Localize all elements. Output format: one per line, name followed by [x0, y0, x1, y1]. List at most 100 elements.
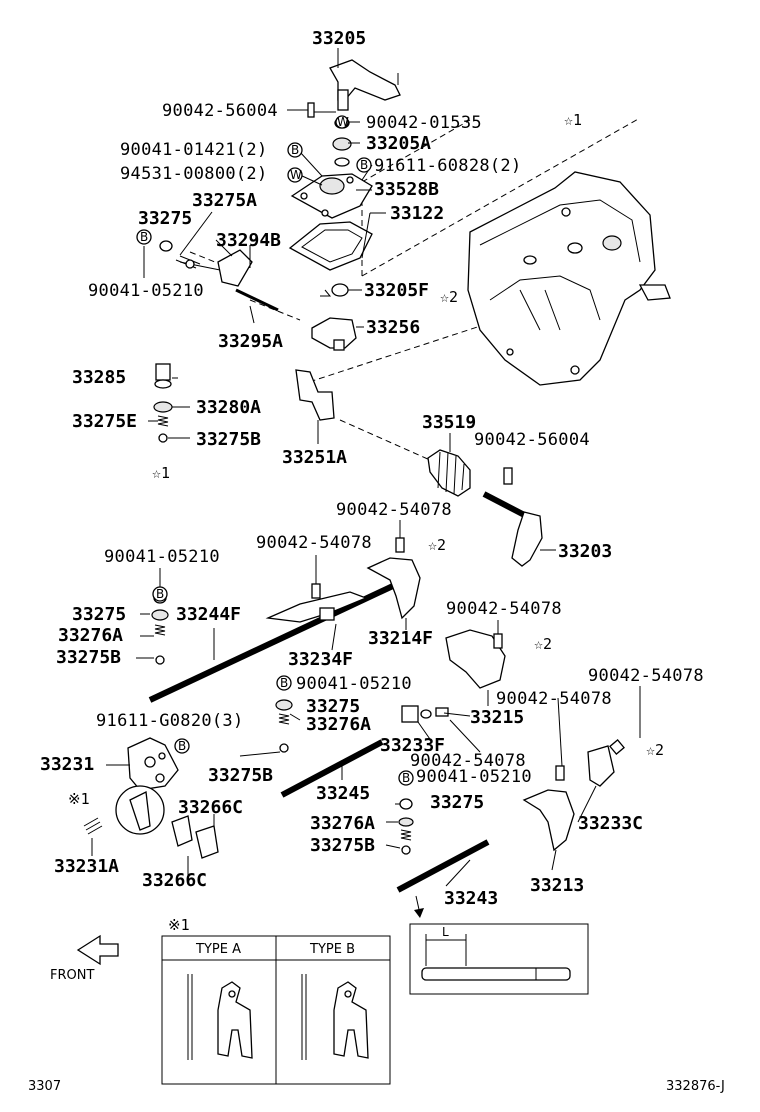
label-91611-G0820: 91611-G0820(3): [96, 711, 244, 731]
label-90042-54078: 90042-54078: [256, 533, 372, 553]
label-90042-01535: 90042-01535: [366, 113, 482, 133]
marker-b: B: [360, 158, 368, 172]
shaft-33245: [280, 739, 384, 798]
label-33276A: 33276A: [58, 625, 123, 646]
marker-b: B: [140, 230, 148, 244]
shaft-33244f: [148, 582, 397, 703]
label-33275B: 33275B: [208, 765, 273, 786]
label-94531-00800: 94531-00800(2): [120, 164, 268, 184]
label-33256: 33256: [366, 317, 420, 338]
fork-33215: [445, 629, 506, 689]
fork-33215-group: [401, 629, 506, 723]
bracket-33251a: [295, 369, 335, 421]
pad-33266c-a: [171, 815, 193, 847]
front-indicator: FRONT: [50, 934, 119, 983]
markers: B W W B B B B B B: [136, 115, 414, 786]
label-33275: 33275: [430, 792, 484, 813]
label-33275B: 33275B: [310, 835, 375, 856]
label-33203: 33203: [558, 541, 612, 562]
marker-b: B: [291, 143, 299, 157]
star-1-detent: ☆1: [152, 464, 170, 482]
label-33528B: 33528B: [374, 179, 439, 200]
label-33275: 33275: [72, 604, 126, 625]
marker-b: B: [178, 739, 186, 753]
label-33205: 33205: [312, 28, 366, 49]
label-90041-05210: 90041-05210: [296, 674, 412, 694]
star-2-fork-c: ☆2: [646, 741, 664, 759]
label-90041-05210: 90041-05210: [88, 281, 204, 301]
marker-w: W: [337, 115, 349, 129]
footer-diagram-id: 332876-J: [666, 1079, 725, 1094]
label-33245: 33245: [316, 783, 370, 804]
inset-ref-note: ※1: [168, 916, 190, 934]
transmission-case: [467, 171, 671, 386]
label-33276A: 33276A: [306, 714, 371, 735]
label-33295A: 33295A: [218, 331, 283, 352]
pad-33266c-b: [195, 825, 219, 859]
label-33122: 33122: [390, 203, 444, 224]
fork-type-b-icon: [333, 981, 369, 1059]
star-markers: ☆1 ☆2 ☆1 ☆2 ☆2 ☆2: [152, 111, 664, 759]
shift-head-33256: [311, 317, 357, 349]
label-33275: 33275: [138, 208, 192, 229]
label-33233F: 33233F: [380, 735, 445, 756]
dimension-l: L: [442, 925, 449, 939]
label-33280A: 33280A: [196, 397, 261, 418]
fork-33213: [522, 789, 575, 852]
inset-type-a: TYPE A: [195, 942, 241, 957]
part-labels: 33205 90042-56004 90042-01535 90041-0142…: [40, 28, 704, 909]
star-2-fork-b: ☆2: [534, 635, 552, 653]
shaft-33243: [396, 839, 490, 893]
label-33244F: 33244F: [176, 604, 241, 625]
fork-type-a-icon: [217, 981, 253, 1059]
fork-33214f: [366, 557, 421, 620]
label-90042-54078: 90042-54078: [410, 751, 526, 771]
label-33266C: 33266C: [178, 797, 243, 818]
front-label: FRONT: [50, 968, 94, 983]
label-33233C: 33233C: [578, 813, 643, 834]
gasket-33122: [288, 221, 373, 271]
label-91611-60828: 91611-60828(2): [374, 156, 522, 176]
label-33275B: 33275B: [196, 429, 261, 450]
label-90041-01421: 90041-01421(2): [120, 140, 268, 160]
marker-w: W: [290, 168, 302, 182]
bracket-33233c: [587, 745, 615, 787]
shaft-assembly-2: [275, 676, 384, 798]
leader-lines: [91, 48, 641, 887]
label-90042-54078: 90042-54078: [588, 666, 704, 686]
marker-b: B: [156, 587, 164, 601]
label-33215: 33215: [470, 707, 524, 728]
shaft-detail-icon: [421, 967, 571, 981]
inset-type-table: ※1 TYPE A TYPE B: [161, 916, 391, 1085]
label-33205A: 33205A: [366, 133, 431, 154]
label-90041-05210: 90041-05210: [104, 547, 220, 567]
inset-type-b: TYPE B: [309, 942, 355, 957]
label-33275A: 33275A: [192, 190, 257, 211]
shift-head-33231-group: [83, 737, 219, 859]
shaft-assembly-3: [396, 739, 625, 893]
select-lever-33203: [511, 511, 543, 567]
label-90042-56004: 90042-56004: [474, 430, 590, 450]
label-33205F: 33205F: [364, 280, 429, 301]
label-33276A: 33276A: [310, 813, 375, 834]
label-33266C: 33266C: [142, 870, 207, 891]
star-2-case: ☆2: [440, 288, 458, 306]
label-33519: 33519: [422, 412, 476, 433]
label-33275: 33275: [306, 696, 360, 717]
detent-group-upper: [153, 363, 335, 443]
label-33243: 33243: [444, 888, 498, 909]
label-33214F: 33214F: [368, 628, 433, 649]
label-33294B: 33294B: [216, 230, 281, 251]
label-90041-05210: 90041-05210: [416, 767, 532, 787]
label-90042-54078: 90042-54078: [336, 500, 452, 520]
label-33213: 33213: [530, 875, 584, 896]
label-33275B: 33275B: [56, 647, 121, 668]
label-33231: 33231: [40, 754, 94, 775]
label-33285: 33285: [72, 367, 126, 388]
inset-shaft-dimension: L: [409, 895, 589, 995]
label-90042-54078: 90042-54078: [446, 599, 562, 619]
label-90042-54078: 90042-54078: [496, 689, 612, 709]
label-33231A: 33231A: [54, 856, 119, 877]
label-x1-ref: ※1: [68, 790, 90, 808]
